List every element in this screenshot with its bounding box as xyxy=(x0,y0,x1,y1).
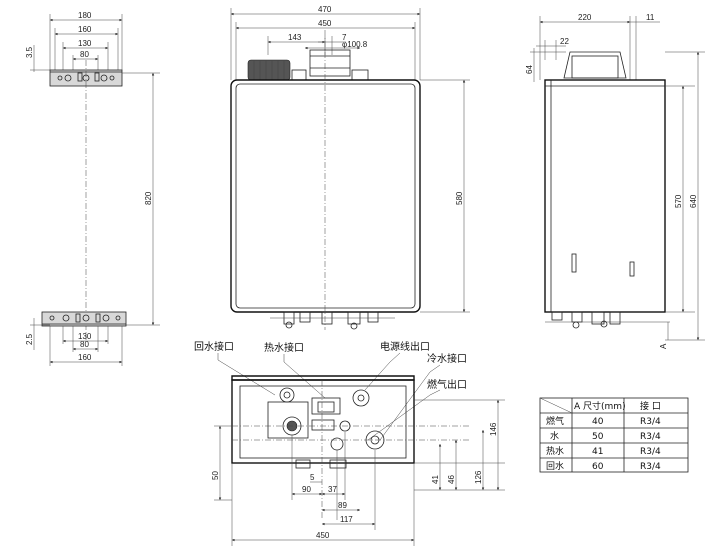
side-dim-64: 64 xyxy=(525,65,534,74)
side-marker-a: A xyxy=(659,343,668,349)
table-row-hot-conn: R3/4 xyxy=(640,447,661,457)
bottom-dim-126: 126 xyxy=(474,470,483,484)
table-header-connection: 接 口 xyxy=(640,400,661,412)
table-row-gas-name: 燃气 xyxy=(546,415,564,427)
table-row-return-name: 回水 xyxy=(546,460,564,472)
table-row-water-name: 水 xyxy=(550,430,559,442)
bottom-dim-46: 46 xyxy=(447,475,456,484)
bottom-dim-37: 37 xyxy=(328,485,337,494)
table-row-hot-a: 41 xyxy=(592,447,603,457)
bottom-dim-5: 5 xyxy=(310,473,315,482)
bracket-height-dim-820: 820 xyxy=(144,191,153,205)
bracket-bottom-dim-80: 80 xyxy=(80,340,89,349)
bracket-top-dim-180: 180 xyxy=(78,11,92,20)
table-row-gas-a: 40 xyxy=(592,417,604,427)
table-row-gas-conn: R3/4 xyxy=(640,417,661,427)
side-dim-220: 220 xyxy=(578,13,592,22)
bottom-dim-450: 450 xyxy=(316,531,330,540)
bracket-top-dim-3-5: 3.5 xyxy=(25,46,34,58)
mounting-bracket-view: 180 160 130 80 3.5 820 xyxy=(25,11,160,366)
table-row-water-a: 50 xyxy=(592,432,604,442)
side-dim-570: 570 xyxy=(674,194,683,208)
side-dim-22: 22 xyxy=(560,37,569,46)
bottom-dim-146: 146 xyxy=(489,422,498,436)
bottom-dim-41: 41 xyxy=(431,475,440,484)
table-row-hot-name: 热水 xyxy=(546,445,564,457)
bracket-top-dim-160: 160 xyxy=(78,25,92,34)
front-dim-phi-100-8: φ100.8 xyxy=(342,40,368,49)
front-dim-450: 450 xyxy=(318,19,332,28)
side-dim-11: 11 xyxy=(646,13,655,22)
label-hot-water: 热水接口 xyxy=(264,341,304,354)
bottom-dim-50: 50 xyxy=(211,471,220,480)
label-return-water: 回水接口 xyxy=(194,340,234,353)
bracket-bottom-dim-160: 160 xyxy=(78,353,92,362)
connection-table: A 尺寸(mm) 接 口 燃气 40 R3/4 水 50 R3/4 热水 41 … xyxy=(539,397,689,473)
bracket-top-dim-80: 80 xyxy=(80,50,89,59)
bottom-dim-117: 117 xyxy=(340,515,353,524)
label-power-cable: 电源线出口 xyxy=(380,340,430,353)
bracket-bottom-dim-2-5: 2.5 xyxy=(25,333,34,345)
table-row-water-conn: R3/4 xyxy=(640,432,661,442)
label-gas: 燃气出口 xyxy=(427,378,467,391)
bottom-dim-90: 90 xyxy=(302,485,311,494)
bracket-top-dim-130: 130 xyxy=(78,39,92,48)
front-view: 470 450 143 7 φ100.8 xyxy=(230,5,470,330)
table-row-return-a: 60 xyxy=(592,462,604,472)
table-header-a: A 尺寸(mm) xyxy=(574,400,626,412)
front-dim-470: 470 xyxy=(318,5,332,14)
bracket-bottom-dim-130: 130 xyxy=(78,332,92,341)
bottom-dim-89: 89 xyxy=(338,501,347,510)
side-dim-640: 640 xyxy=(689,194,698,208)
table-row-return-conn: R3/4 xyxy=(640,462,661,472)
front-dim-143: 143 xyxy=(288,33,302,42)
front-dim-7: 7 xyxy=(342,33,347,42)
side-view: 220 11 22 64 570 xyxy=(525,13,705,349)
label-cold-water: 冷水接口 xyxy=(427,352,467,365)
bottom-view: 回水接口 热水接口 电源线出口 冷水接口 燃气出口 xyxy=(194,340,505,546)
front-dim-580: 580 xyxy=(455,191,464,205)
